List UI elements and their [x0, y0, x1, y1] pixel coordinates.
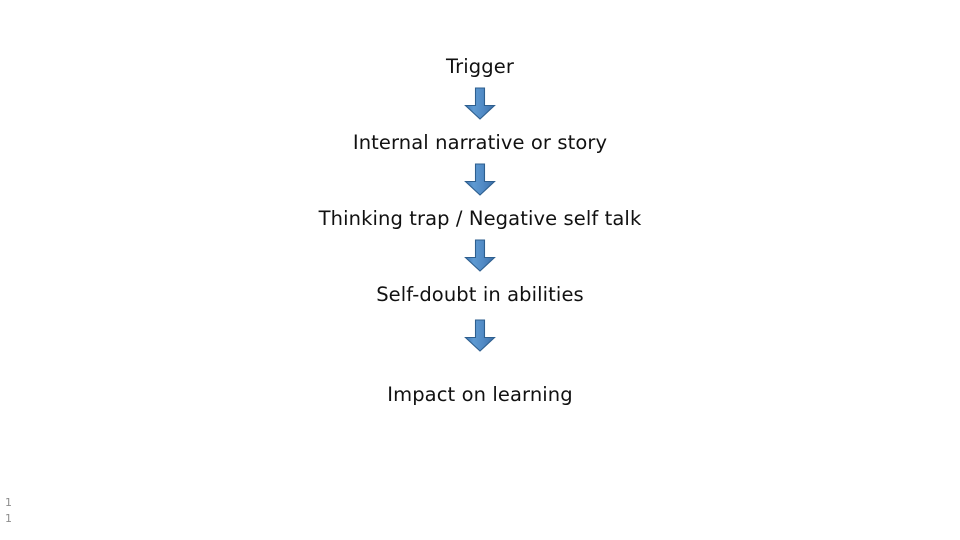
page-number-line-2: 1	[5, 512, 12, 525]
flow-node-impact-on-learning: Impact on learning	[387, 383, 573, 406]
flow-node-internal-narrative: Internal narrative or story	[352, 131, 608, 154]
page-number-line-1: 1	[5, 496, 12, 509]
flow-node-self-doubt: Self-doubt in abilities	[376, 283, 584, 306]
flow-node-thinking-trap: Thinking trap / Negative self talk	[318, 207, 642, 230]
down-arrow-icon	[464, 87, 496, 120]
flow-node-trigger: Trigger	[446, 55, 514, 78]
down-arrow-icon	[464, 319, 496, 352]
down-arrow-icon	[464, 163, 496, 196]
down-arrow-icon	[464, 239, 496, 272]
